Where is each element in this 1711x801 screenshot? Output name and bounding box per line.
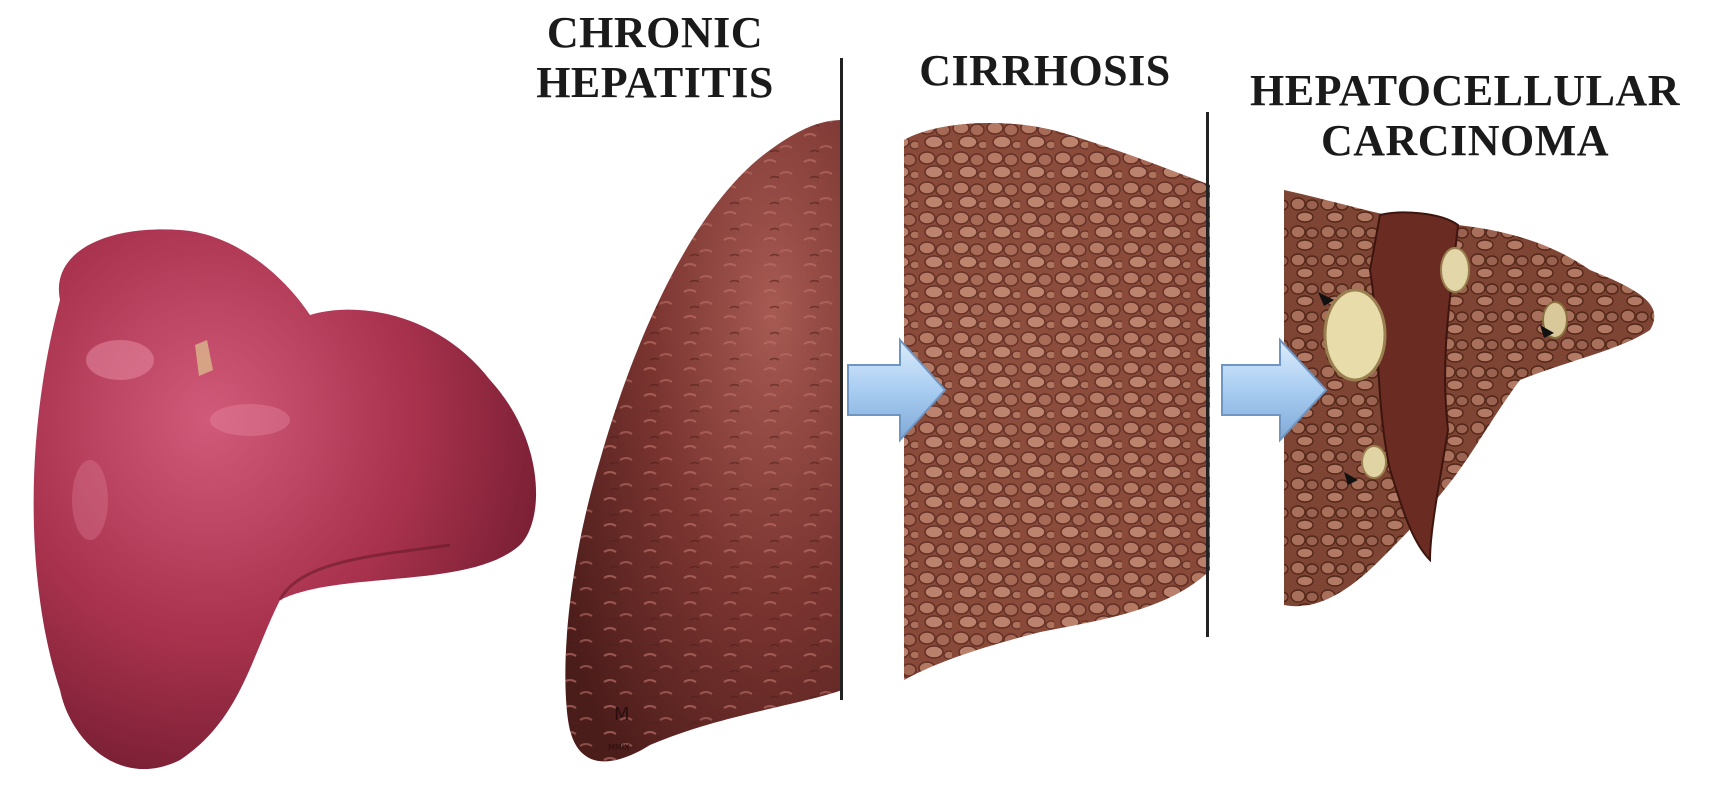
cirrhotic-liver-illustration (904, 123, 1210, 680)
stage-label-cirrhosis: CIRRHOSIS (900, 46, 1190, 96)
stage-label-chronic-hepatitis: CHRONIC HEPATITIS (520, 8, 790, 108)
label-line: HEPATOCELLULAR (1230, 66, 1700, 116)
healthy-liver-illustration (34, 229, 536, 769)
hepatitis-liver-illustration: M MMIX (565, 120, 842, 761)
stage-divider (1206, 112, 1209, 637)
stage-divider (840, 58, 843, 700)
tumor-nodule (1362, 446, 1386, 478)
label-line: CHRONIC (520, 8, 790, 58)
tumor-nodule (1441, 248, 1469, 292)
label-line: HEPATITIS (520, 58, 790, 108)
label-line: CIRRHOSIS (900, 46, 1190, 96)
signature-mark-small: MMIX (608, 743, 630, 752)
tumor-nodule (1325, 290, 1385, 380)
stage-label-hepatocellular-carcinoma: HEPATOCELLULAR CARCINOMA (1230, 66, 1700, 166)
carcinoma-liver-illustration (1284, 190, 1654, 606)
label-line: CARCINOMA (1230, 116, 1700, 166)
signature-mark: M (614, 704, 630, 725)
